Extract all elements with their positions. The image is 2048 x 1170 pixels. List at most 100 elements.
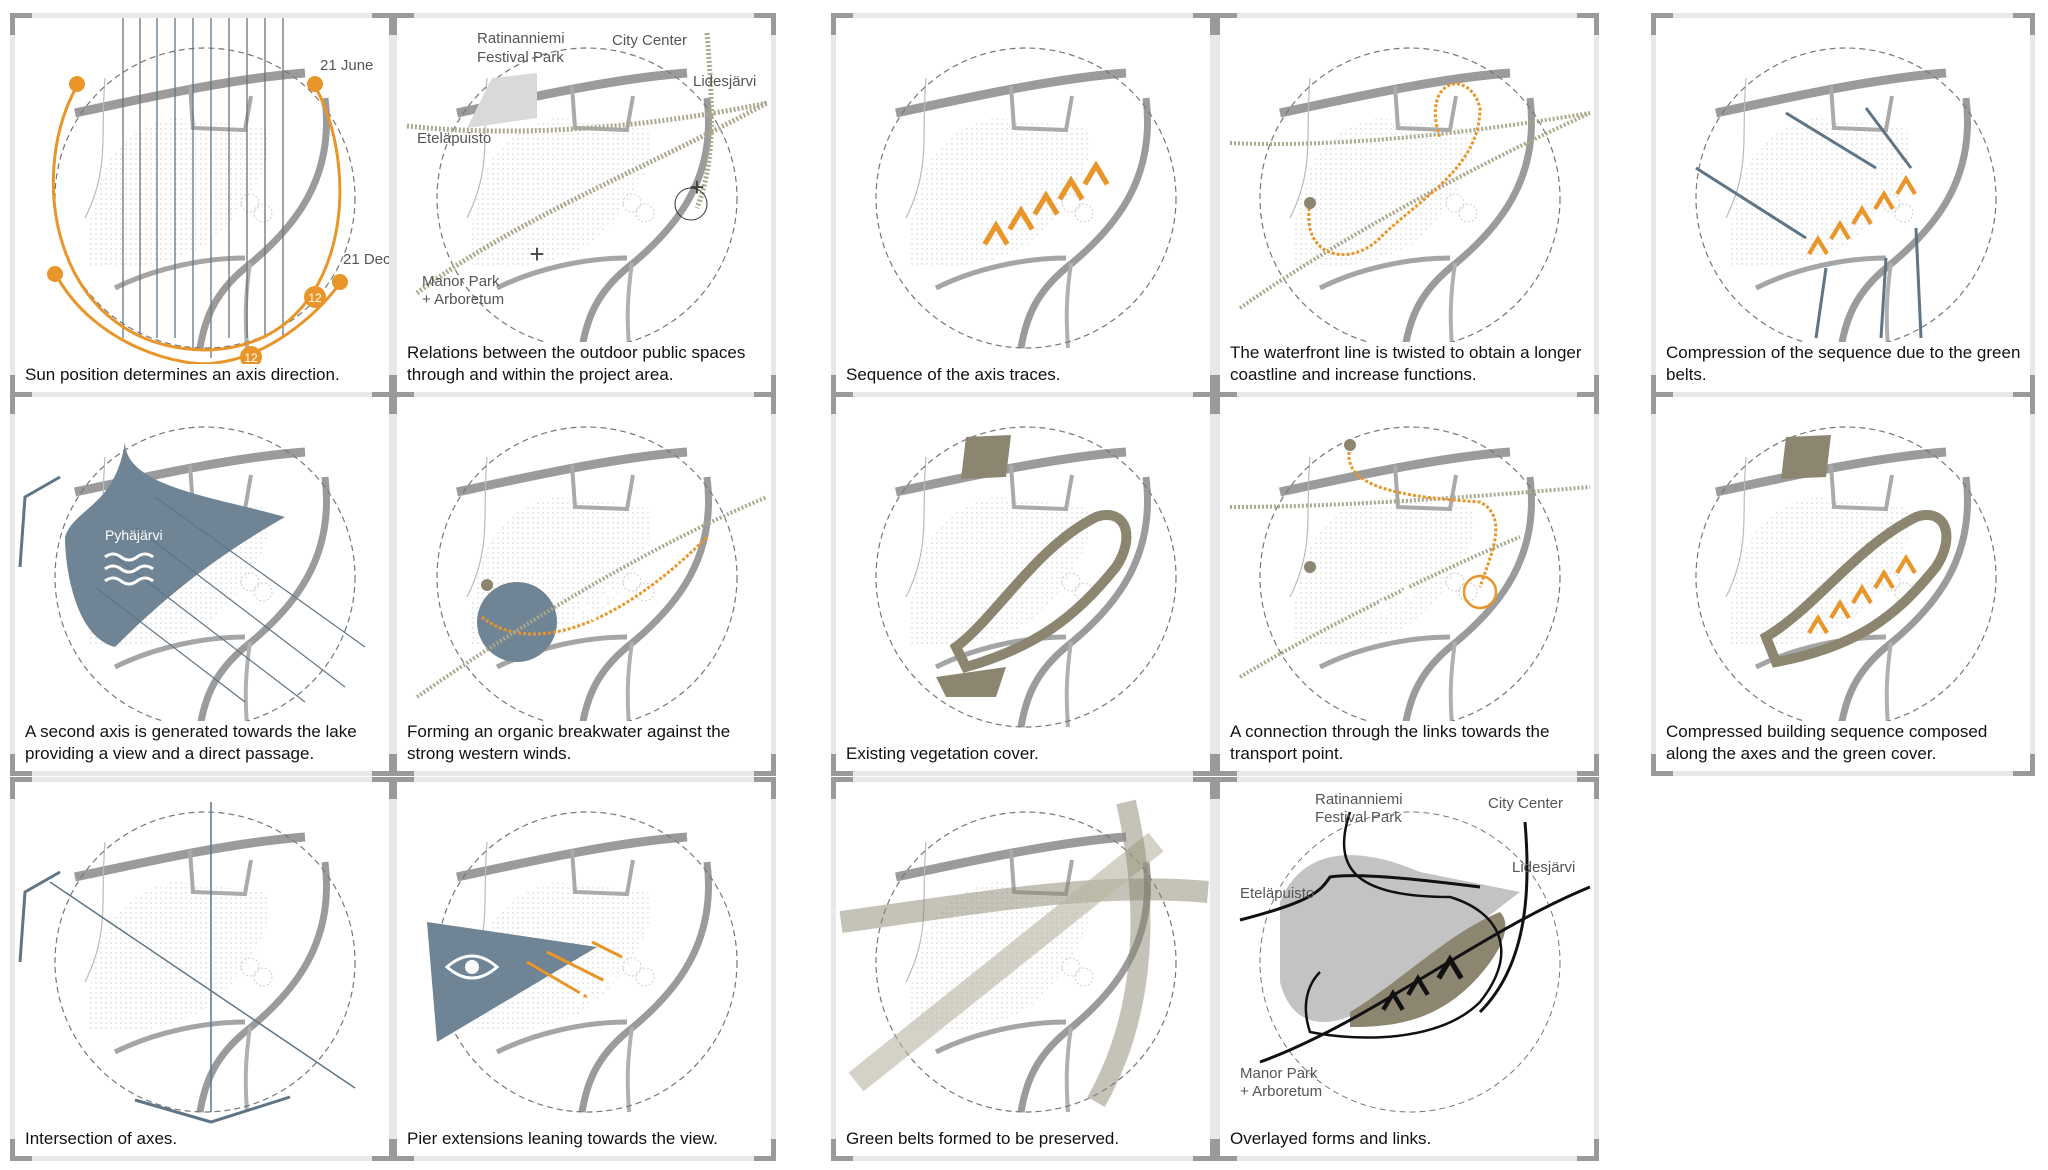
caption: Compression of the sequence due to the g… bbox=[1666, 342, 2022, 386]
map-shape bbox=[1304, 811, 1503, 1039]
map-shape bbox=[1229, 111, 1591, 146]
vegetation-diagram bbox=[836, 397, 1210, 771]
waterfront-diagram bbox=[1229, 18, 1591, 392]
map-shape bbox=[1304, 561, 1316, 573]
caption: Compressed building sequence composed al… bbox=[1666, 721, 2022, 765]
map-shape bbox=[307, 76, 323, 92]
panel-compression: Compression of the sequence due to the g… bbox=[1651, 13, 2035, 397]
corner-bracket bbox=[392, 13, 414, 35]
corner-bracket bbox=[831, 754, 853, 776]
map-shape bbox=[1897, 558, 1915, 573]
map-label: + bbox=[529, 239, 544, 269]
corner-bracket bbox=[372, 392, 394, 414]
map-label: 21 Dec. bbox=[343, 251, 389, 268]
corner-bracket bbox=[1577, 777, 1599, 799]
map-label: City Center bbox=[1488, 795, 1563, 812]
panel-connection: A connection through the links towards t… bbox=[1215, 392, 1599, 776]
caption: A connection through the links towards t… bbox=[1230, 721, 1586, 765]
corner-bracket bbox=[1577, 754, 1599, 776]
corner-bracket bbox=[372, 754, 394, 776]
corner-bracket bbox=[1651, 392, 1673, 414]
map-shape bbox=[1085, 166, 1108, 185]
corner-bracket bbox=[372, 1139, 394, 1161]
panel-pier: Pier extensions leaning towards the view… bbox=[392, 777, 776, 1161]
panel-second-axis: Pyhäjärvi A second axis is generated tow… bbox=[10, 392, 394, 776]
map-shape bbox=[591, 940, 623, 959]
caption: Sun position determines an axis directio… bbox=[25, 364, 381, 386]
map-shape bbox=[1280, 855, 1520, 1022]
map-shape bbox=[1814, 267, 1828, 339]
map-shape bbox=[848, 832, 1164, 1092]
corner-bracket bbox=[1577, 1139, 1599, 1161]
water-icon bbox=[104, 552, 154, 586]
map-shape bbox=[1695, 166, 1807, 240]
map-shape bbox=[949, 510, 1132, 673]
sun-arc-december bbox=[53, 272, 342, 366]
corner-bracket bbox=[754, 1139, 776, 1161]
map-shape bbox=[49, 881, 356, 1089]
corner-bracket bbox=[372, 777, 394, 799]
map-shape bbox=[406, 100, 768, 134]
map-label: Festival Park bbox=[1315, 809, 1402, 826]
panel-relations: + + Ratinanniemi Festival Park City Cent… bbox=[392, 13, 776, 397]
corner-bracket bbox=[392, 754, 414, 776]
compression-diagram bbox=[1656, 18, 2030, 392]
map-shape bbox=[332, 274, 348, 290]
map-label: Festival Park bbox=[477, 49, 564, 66]
map-label: Lidesjärvi bbox=[693, 73, 756, 90]
map-shape bbox=[47, 266, 63, 282]
map-shape bbox=[18, 475, 61, 568]
map-label: 12 bbox=[244, 351, 258, 365]
map-shape bbox=[1759, 510, 1952, 668]
corner-bracket bbox=[754, 392, 776, 414]
map-shape bbox=[1239, 874, 1481, 922]
corner-bracket bbox=[754, 777, 776, 799]
map-shape bbox=[1462, 574, 1498, 610]
corner-bracket bbox=[1215, 392, 1237, 414]
axis-lines bbox=[122, 18, 284, 358]
second-axis-diagram: Pyhäjärvi bbox=[18, 397, 366, 771]
corner-bracket bbox=[10, 1139, 32, 1161]
map-shape bbox=[1238, 111, 1591, 310]
map-shape bbox=[134, 1095, 291, 1124]
map-label: + bbox=[689, 172, 704, 202]
sun-arc-june bbox=[51, 85, 342, 352]
map-shape bbox=[134, 526, 346, 688]
corner-bracket bbox=[2013, 754, 2035, 776]
eye-icon-pupil bbox=[465, 960, 479, 974]
panel-green-belts: Green belts formed to be preserved. bbox=[831, 777, 1215, 1161]
map-label: + Arboretum bbox=[1240, 1083, 1322, 1100]
corner-bracket bbox=[1577, 392, 1599, 414]
map-shape bbox=[18, 870, 61, 963]
pier-diagram bbox=[427, 782, 771, 1156]
panel-compressed-sequence: Compressed building sequence composed al… bbox=[1651, 392, 2035, 776]
map-label: Eteläpuisto bbox=[1240, 885, 1314, 902]
map-label: Manor Park bbox=[422, 273, 500, 290]
corner-bracket bbox=[372, 13, 394, 35]
panel-vegetation: Existing vegetation cover. bbox=[831, 392, 1215, 776]
map-shape bbox=[1781, 435, 1831, 479]
corner-bracket bbox=[1215, 777, 1237, 799]
map-shape bbox=[437, 427, 737, 727]
map-shape bbox=[1347, 446, 1498, 588]
corner-bracket bbox=[2013, 392, 2035, 414]
map-shape bbox=[546, 950, 608, 984]
map-shape bbox=[1695, 107, 1923, 339]
map-shape bbox=[1259, 811, 1561, 1113]
map-shape bbox=[467, 73, 537, 128]
map-shape bbox=[94, 496, 366, 703]
corner-bracket bbox=[392, 777, 414, 799]
map-shape bbox=[1879, 257, 1888, 339]
panel-intersection: Intersection of axes. bbox=[10, 777, 394, 1161]
corner-bracket bbox=[1215, 754, 1237, 776]
map-shape bbox=[427, 922, 597, 1042]
map-shape bbox=[526, 960, 588, 999]
caption: Sequence of the axis traces. bbox=[846, 364, 1202, 386]
compressed-sequence-diagram bbox=[1656, 397, 2030, 771]
caption: Existing vegetation cover. bbox=[846, 743, 1202, 765]
map-shape bbox=[1914, 227, 1923, 339]
corner-bracket bbox=[831, 777, 853, 799]
corner-bracket bbox=[10, 777, 32, 799]
map-shape bbox=[839, 878, 1209, 933]
map-shape bbox=[154, 496, 366, 648]
